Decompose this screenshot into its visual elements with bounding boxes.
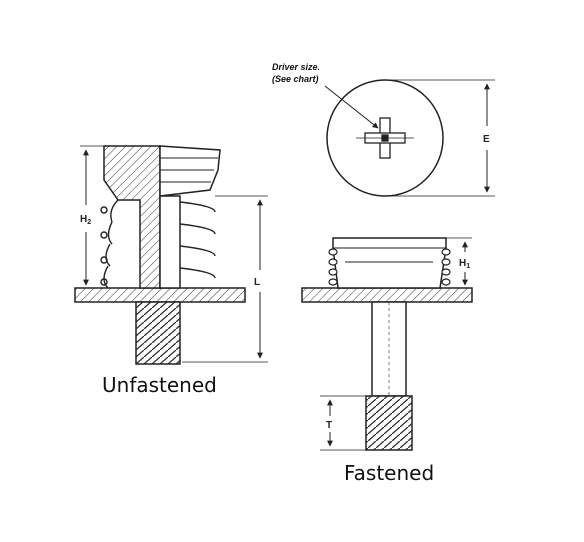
- unfastened-spring: [100, 199, 216, 289]
- fastened-thread: [365, 395, 413, 451]
- unfastened-shaft: [159, 195, 181, 289]
- caption-fastened: Fastened: [344, 461, 434, 485]
- label-h1: H1: [459, 258, 470, 270]
- label-e: E: [483, 134, 490, 145]
- dimension-h1: H1: [446, 237, 472, 286]
- driver-leader-line: [324, 85, 379, 129]
- label-t: T: [326, 420, 332, 431]
- fastened-view: H1 T Fastened: [301, 237, 473, 485]
- unfastened-view: H2 L Unfastened: [74, 145, 268, 397]
- label-l: L: [254, 277, 260, 288]
- driver-size-note: Driver size.: [272, 62, 320, 72]
- fastened-cap: [332, 237, 447, 289]
- label-h2: H2: [80, 214, 91, 226]
- unfastened-panel: [74, 287, 246, 303]
- driver-see-chart-note: (See chart): [272, 74, 319, 84]
- unfastened-ferrule: [103, 145, 161, 289]
- dimension-l: L: [182, 195, 268, 363]
- top-view: Driver size. (See chart) E: [272, 62, 495, 197]
- dimension-t: T: [320, 395, 366, 451]
- dimension-h2: H2: [80, 145, 104, 286]
- unfastened-thread: [135, 301, 181, 365]
- fastened-panel: [301, 287, 473, 303]
- dimension-e: E: [385, 79, 495, 197]
- fastened-spring: [328, 248, 451, 286]
- unfastened-cap: [159, 145, 221, 197]
- caption-unfastened: Unfastened: [102, 373, 217, 397]
